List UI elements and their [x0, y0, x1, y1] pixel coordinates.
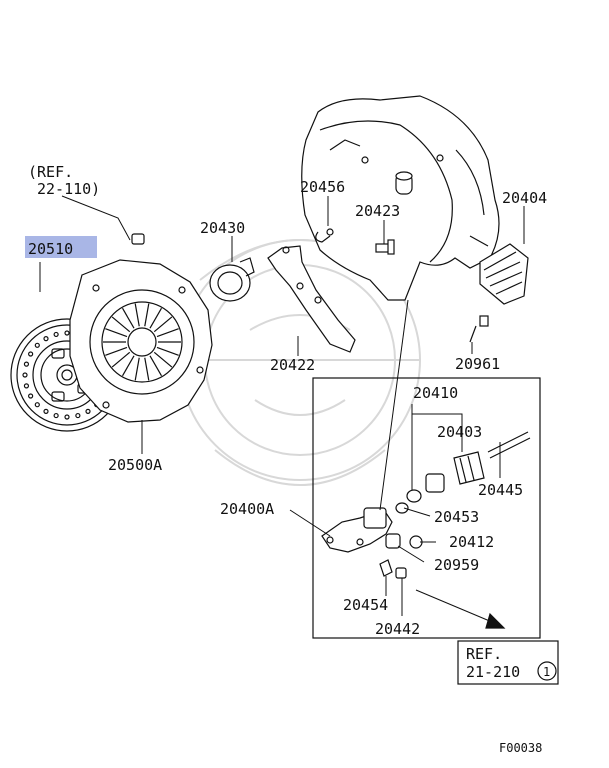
ref-bottom-line2: 21-210: [466, 663, 520, 681]
disc-rivet-hole: [43, 408, 49, 414]
spring-finger: [121, 307, 135, 329]
spring-finger: [134, 303, 140, 327]
spring-finger: [156, 346, 179, 356]
spring-finger: [156, 328, 179, 338]
label-20430: 20430: [200, 219, 245, 237]
disc-rivet-hole: [75, 412, 81, 419]
label-20404: 20404: [502, 189, 547, 207]
spring-20453: [395, 502, 409, 514]
dust-boot: [479, 243, 529, 305]
cylinder-assembly-box: [312, 377, 541, 639]
piston: [425, 473, 445, 493]
label-20412: 20412: [449, 533, 494, 551]
disc-rivet-hole: [34, 342, 40, 348]
spring-finger: [153, 351, 173, 368]
leader-lines: [39, 195, 525, 616]
bell-housing: [301, 95, 500, 301]
disc-rivet-hole: [64, 330, 70, 336]
label-20445: 20445: [478, 481, 523, 499]
disc-rivet-hole: [85, 408, 91, 414]
spring-finger: [105, 346, 128, 356]
spring-finger: [111, 351, 131, 368]
spring-clip: [315, 231, 331, 243]
bleeder-cap-20442: [395, 567, 407, 579]
disc-rivet-hole: [53, 331, 59, 338]
plug-top-left: [131, 233, 145, 245]
disc-rivet-hole: [28, 393, 34, 399]
label-20454: 20454: [343, 596, 388, 614]
label-20422: 20422: [270, 356, 315, 374]
ref-circle: [537, 661, 557, 681]
union-bolt-20959: [385, 533, 401, 549]
diaphragm-spring-fingers: [103, 303, 181, 381]
spring-finger: [134, 357, 140, 381]
ref-bottom-line1: REF.: [466, 645, 502, 663]
release-bearing: [209, 257, 255, 302]
spring-finger: [111, 316, 131, 333]
label-20442: 20442: [375, 620, 420, 638]
push-rod: [487, 431, 531, 459]
bleeder-screw-20454: [379, 559, 393, 577]
release-fork: [267, 245, 356, 353]
boot-20403: [453, 451, 485, 485]
spring-finger: [105, 328, 128, 338]
pivot-bolt: [375, 239, 395, 255]
disc-rivet-hole: [23, 361, 30, 367]
disc-rivet-hole: [34, 402, 40, 408]
release-cylinder: [321, 507, 393, 553]
disc-rivet-hole: [23, 383, 30, 389]
spring-finger: [149, 355, 163, 377]
label-20453: 20453: [434, 508, 479, 526]
label-20959: 20959: [434, 556, 479, 574]
label-20410: 20410: [413, 384, 458, 402]
disc-rivet-hole: [64, 414, 70, 420]
disc-rivet-hole: [53, 412, 59, 419]
spring-finger: [121, 355, 135, 377]
spring-finger: [144, 303, 150, 327]
label-20500A: 20500A: [108, 456, 162, 474]
disc-rivet-hole: [28, 351, 34, 357]
ref-top-line2: 22-110): [37, 180, 100, 198]
disc-rivet-hole: [22, 372, 28, 378]
label-20456: 20456: [300, 178, 345, 196]
spring-finger: [153, 316, 173, 333]
spring-finger: [149, 307, 163, 329]
label-20423: 20423: [355, 202, 400, 220]
figure-code: F00038: [499, 741, 542, 755]
spring-finger: [144, 357, 150, 381]
ref-circle-number: 1: [543, 665, 550, 679]
arrow-to-ref: [415, 589, 506, 629]
bolt-20961: [469, 315, 489, 343]
ref-box-bottom: [457, 640, 559, 685]
label-20510: 20510: [28, 240, 73, 258]
piston-cup: [406, 489, 422, 503]
part-highlight-20510: [25, 236, 97, 258]
label-20403: 20403: [437, 423, 482, 441]
disc-rivet-hole: [43, 336, 49, 342]
ref-top-line1: (REF.: [28, 163, 73, 181]
label-20961: 20961: [455, 355, 500, 373]
pressure-plate: [69, 259, 213, 423]
label-20400A: 20400A: [220, 500, 274, 518]
